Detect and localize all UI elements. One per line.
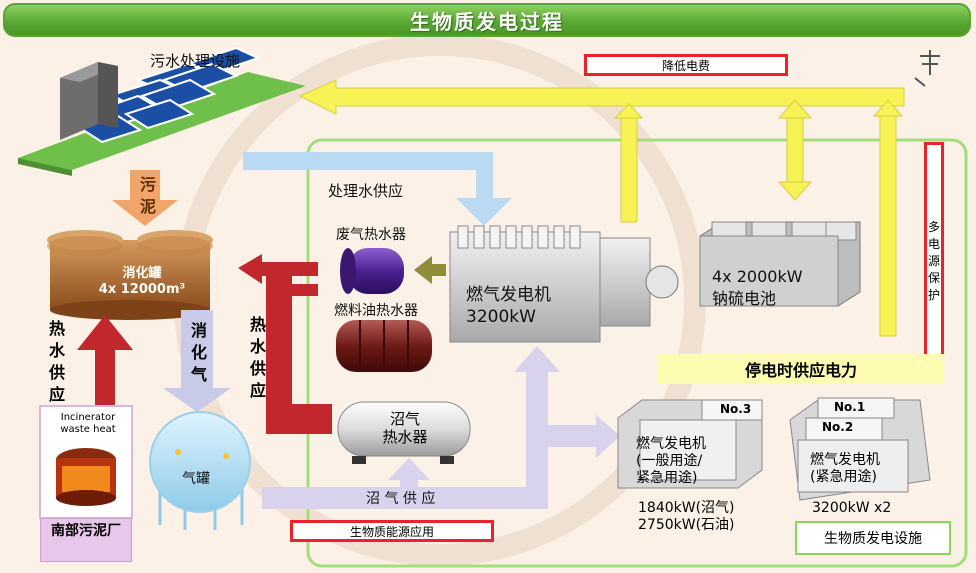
biogas-arrows [262, 346, 620, 509]
digester-name: 消化罐 [122, 266, 162, 281]
fuel-heater-tank [336, 320, 432, 372]
biomass-use-box: 生物质能源应用 [290, 520, 494, 542]
digester-spec: 4x 12000m³ [98, 282, 186, 297]
gen2-tag: No.2 [822, 420, 854, 434]
gas-tank-sphere [149, 411, 251, 530]
treated-water-arrow [243, 152, 512, 226]
biomass-facility-box: 生物质发电设施 [795, 521, 951, 555]
digest-gas-label: 消化气 [190, 321, 207, 384]
sludge-arrow [112, 170, 178, 226]
exhaust-heater-tank [340, 248, 404, 294]
power-return-arrow [298, 79, 905, 115]
generator-no1-no2 [789, 397, 931, 501]
biogas-supply-label: 沼 气 供 应 [366, 491, 436, 507]
incinerator-line2: waste heat [60, 424, 116, 435]
heat-supply-left-label: 热水供应 [48, 319, 65, 404]
gen-general-spec2: 2750kW(石油) [638, 517, 735, 533]
gas-engine-label: 燃气发电机 3200kW [466, 284, 551, 328]
incinerator-line1: Incinerator [60, 412, 116, 423]
generator-no3 [617, 399, 763, 489]
digester-label: 消化罐 4x 12000m³ [92, 266, 192, 298]
gen-general-line2: (一般用途/ [636, 453, 703, 469]
sewage-plant [18, 46, 306, 176]
sludge-label: 污泥 [139, 175, 156, 216]
gen-general-spec: 1840kW(沼气) 2750kW(石油) [638, 500, 735, 534]
gas-engine-machine [449, 225, 679, 343]
gen-emergency-line2: (紧急用途) [810, 469, 877, 485]
gas-engine-line2: 3200kW [466, 307, 536, 327]
exhaust-heater-label: 废气热水器 [336, 227, 406, 243]
treated-water-label: 处理水供应 [328, 182, 404, 200]
multi-power-label: 多电源保护 [927, 219, 940, 302]
incinerator-box [39, 405, 133, 519]
exhaust-arrow [414, 256, 446, 284]
gen-general-line1: 燃气发电机 [636, 436, 706, 452]
gen-general-spec1: 1840kW(沼气) [638, 500, 735, 516]
fuel-heater-label: 燃料油热水器 [334, 303, 418, 319]
outage-supply-label: 停电时供应电力 [658, 354, 944, 384]
south-plant-label: 南部污泥厂 [40, 518, 132, 562]
biogas-heater-line2: 热水器 [382, 428, 428, 446]
battery-units [699, 221, 861, 307]
gen-emergency-line1: 燃气发电机 [810, 452, 880, 468]
digester-tanks [47, 230, 213, 320]
hot-water-arrow [238, 254, 332, 434]
multi-power-box: 多电源保护 [924, 142, 944, 380]
gen-emergency-spec: 3200kW x2 [812, 500, 892, 516]
gen-emergency-label: 燃气发电机 (紧急用途) [810, 452, 880, 486]
gen-general-label: 燃气发电机 (一般用途/ 紧急用途) [636, 436, 706, 487]
gen-general-line3: 紧急用途) [636, 470, 698, 486]
gas-engine-line1: 燃气发电机 [466, 285, 551, 305]
antenna-icon [914, 50, 940, 87]
battery-label: 4x 2000kW 钠硫电池 [712, 266, 803, 310]
reduce-cost-box: 降低电费 [584, 54, 788, 76]
heat-supply-mid-label: 热水供应 [249, 315, 266, 400]
gas-tank-label: 气罐 [182, 471, 210, 487]
battery-line2: 钠硫电池 [712, 289, 777, 308]
gen1-tag: No.1 [834, 400, 866, 414]
gen3-tag: No.3 [720, 402, 752, 416]
heat-up-arrow [77, 315, 133, 425]
biogas-heater-line1: 沼气 [389, 410, 420, 428]
biogas-heater-label: 沼气 热水器 [352, 410, 458, 446]
digest-gas-arrow [163, 310, 231, 412]
battery-line1: 4x 2000kW [712, 267, 803, 286]
sewage-facility-label: 污水处理设施 [150, 52, 241, 70]
biogas-heater-tank [337, 401, 471, 464]
page-title: 生物质发电过程 [3, 3, 971, 37]
incinerator-label: Incinerator waste heat [54, 412, 122, 436]
